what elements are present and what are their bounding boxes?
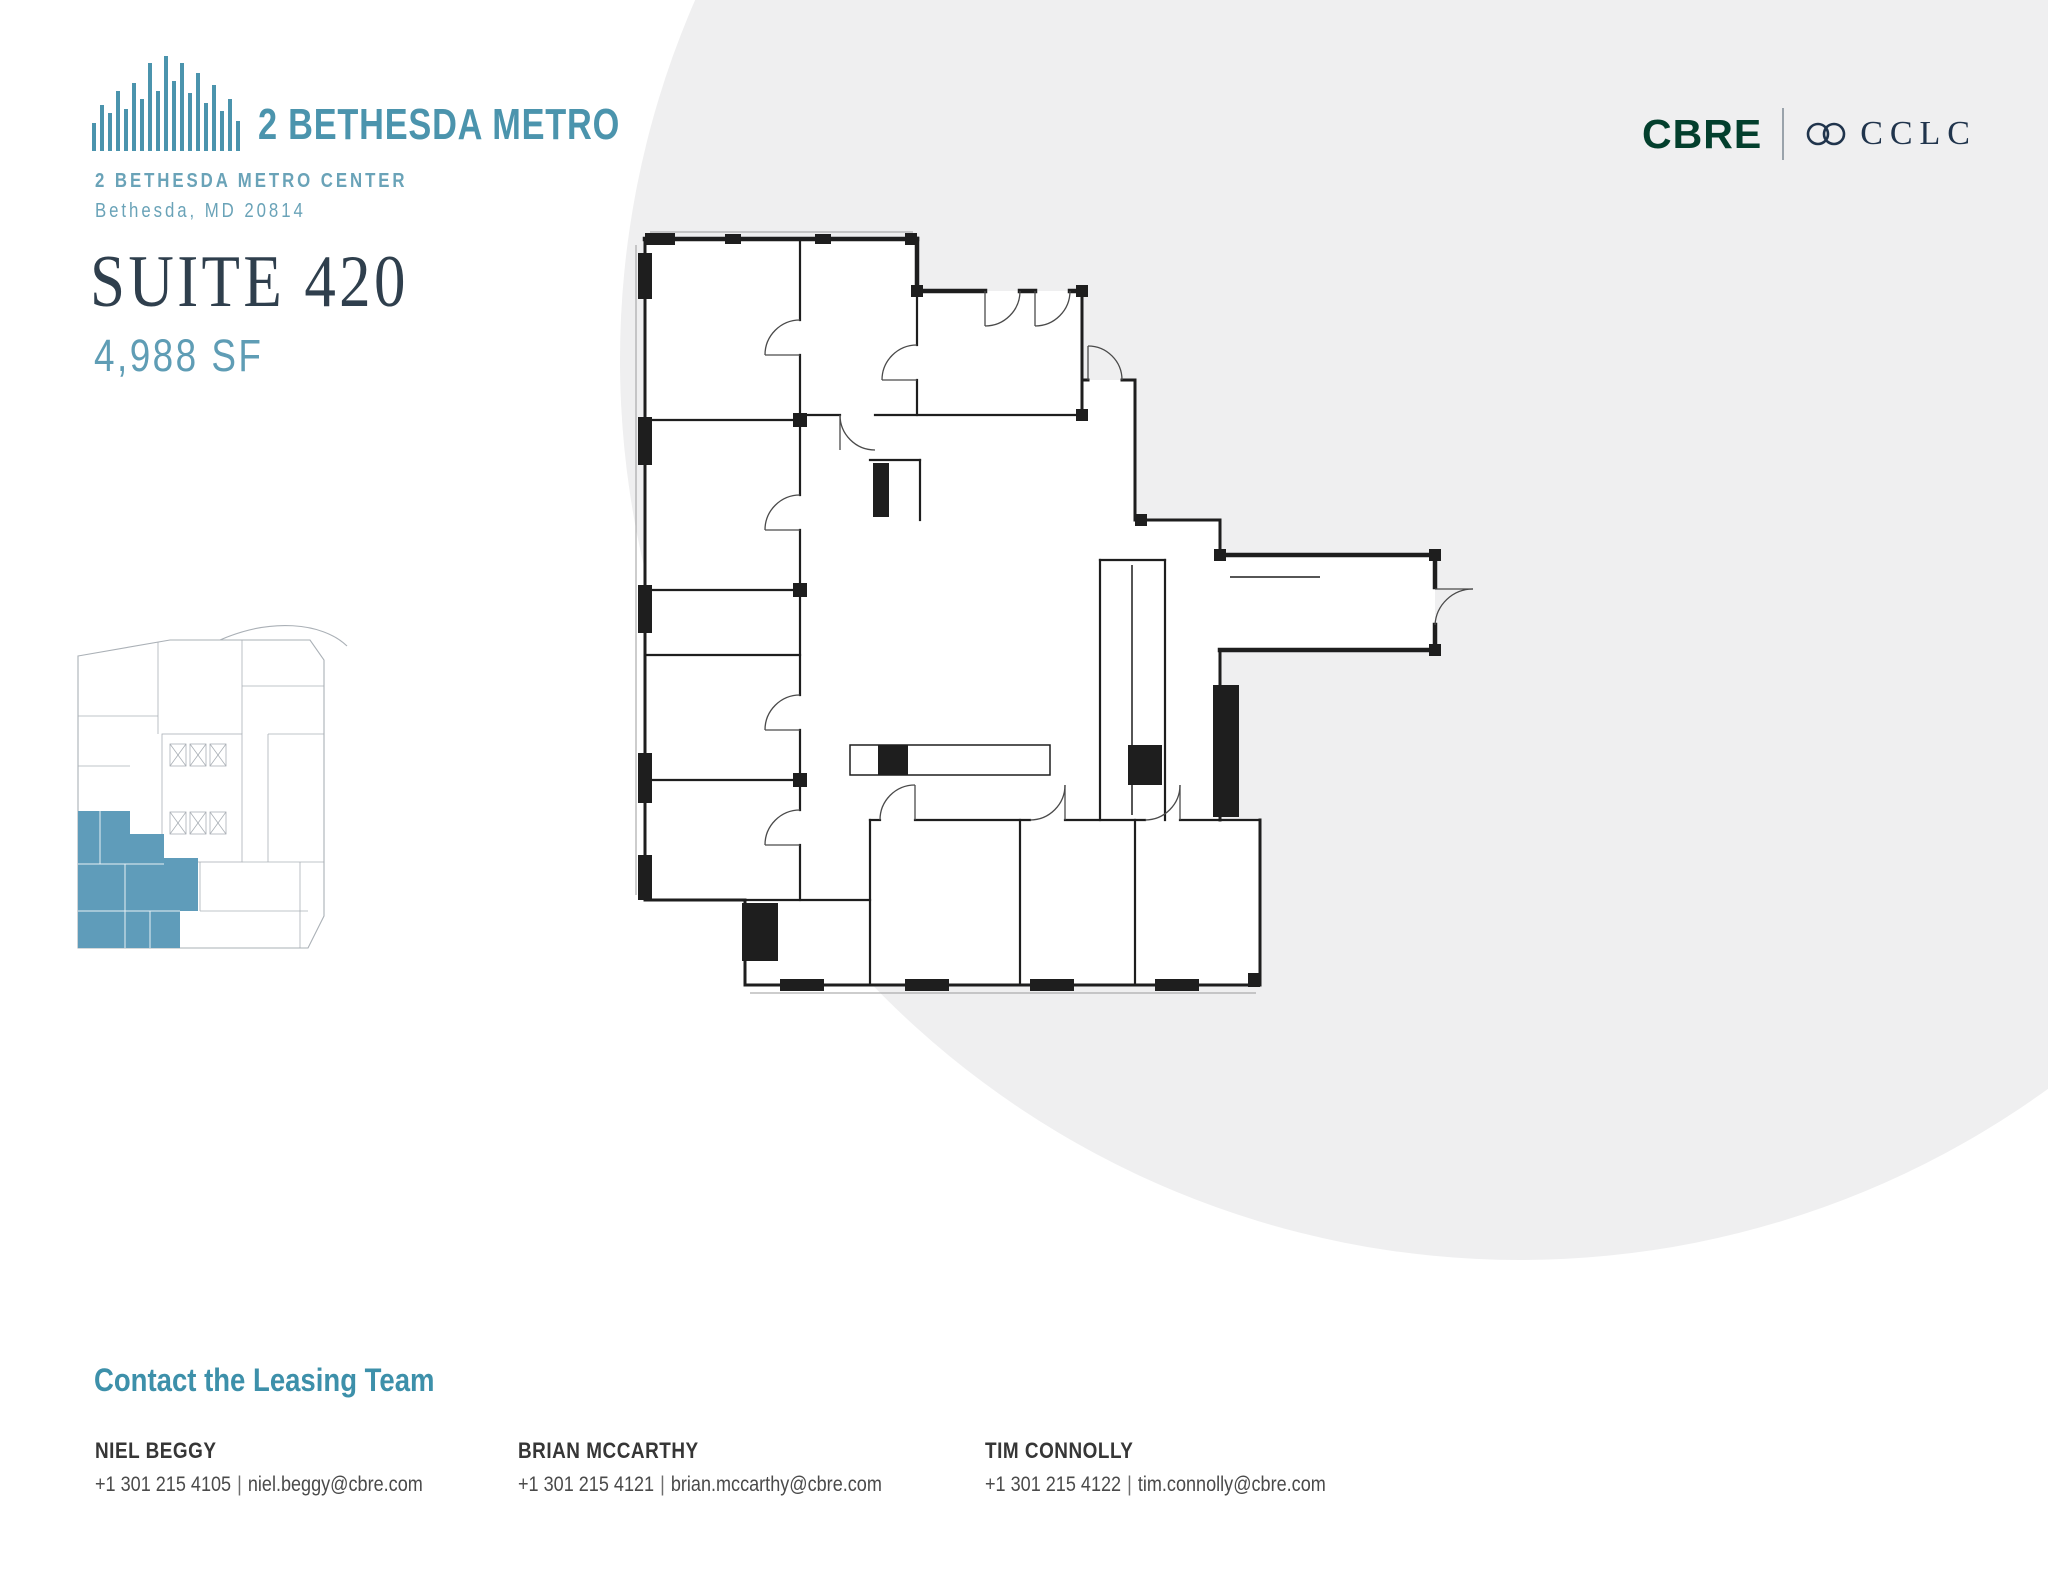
contact-separator: | xyxy=(1127,1473,1132,1496)
building-address: 2 BETHESDA METRO CENTER Bethesda, MD 208… xyxy=(95,166,467,226)
contact-separator: | xyxy=(237,1473,242,1496)
contact-info: +1 301 215 4121|brian.mccarthy@cbre.com xyxy=(518,1473,882,1497)
contact-heading: Contact the Leasing Team xyxy=(94,1362,435,1398)
address-line-1: 2 BETHESDA METRO CENTER xyxy=(95,170,408,192)
contact-phone: +1 301 215 4122 xyxy=(985,1473,1122,1496)
suite-highlight xyxy=(78,811,198,948)
interior-walls xyxy=(643,237,1262,987)
brand-logos: CBRE CCLC xyxy=(1642,108,1977,160)
suite-highlight-rooms xyxy=(78,811,180,948)
contact-email: brian.mccarthy@cbre.com xyxy=(670,1473,882,1496)
floor-plan-footprint xyxy=(645,239,1435,985)
contact-name: TIM CONNOLLY xyxy=(985,1438,1134,1463)
columns xyxy=(638,233,1441,991)
door-swings xyxy=(764,290,1474,846)
key-plan-interior xyxy=(78,640,324,948)
contact-person: NIEL BEGGY +1 301 215 4105|niel.beggy@cb… xyxy=(95,1438,423,1497)
contact-name: BRIAN MCCARTHY xyxy=(518,1438,699,1463)
suite-area: 4,988 SF xyxy=(94,330,264,381)
suite-title: SUITE 420 xyxy=(90,241,409,323)
cclc-logo: CCLC xyxy=(1804,117,1977,151)
address-line-2: Bethesda, MD 20814 xyxy=(95,200,306,222)
interlocked-rings-icon xyxy=(1806,122,1846,146)
logo-block: 2 BETHESDA METRO xyxy=(92,56,722,151)
building-bars-logo xyxy=(92,56,240,151)
cbre-logo: CBRE xyxy=(1642,110,1763,157)
brand-divider xyxy=(1782,108,1785,160)
cclc-label: CCLC xyxy=(1860,115,1977,152)
contact-person: BRIAN MCCARTHY +1 301 215 4121|brian.mcc… xyxy=(518,1438,882,1497)
contact-info: +1 301 215 4105|niel.beggy@cbre.com xyxy=(95,1473,423,1497)
contact-person: TIM CONNOLLY +1 301 215 4122|tim.connoll… xyxy=(985,1438,1326,1497)
contact-phone: +1 301 215 4121 xyxy=(518,1473,655,1496)
key-plan xyxy=(77,625,348,949)
contact-email: niel.beggy@cbre.com xyxy=(247,1473,423,1496)
contact-name: NIEL BEGGY xyxy=(95,1438,217,1463)
building-name: 2 BETHESDA METRO xyxy=(258,100,621,149)
window-lines xyxy=(635,231,1256,994)
contact-email: tim.connolly@cbre.com xyxy=(1137,1473,1326,1496)
contact-info: +1 301 215 4122|tim.connolly@cbre.com xyxy=(985,1473,1326,1497)
floor-plan xyxy=(635,231,1474,994)
contact-separator: | xyxy=(660,1473,665,1496)
contact-phone: +1 301 215 4105 xyxy=(95,1473,232,1496)
